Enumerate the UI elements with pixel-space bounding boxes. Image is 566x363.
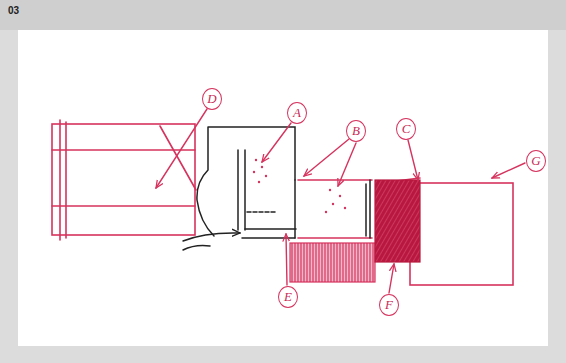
header-band — [0, 0, 566, 30]
callout-letter: E — [278, 286, 298, 308]
sheet-number: 03 — [8, 5, 19, 16]
callout-letter: A — [287, 102, 307, 124]
callout-letter: B — [346, 120, 366, 142]
callout-letter: F — [379, 294, 399, 316]
callout-letter: D — [202, 88, 222, 110]
callout-letter: G — [526, 150, 546, 172]
callout-letter: C — [396, 118, 416, 140]
